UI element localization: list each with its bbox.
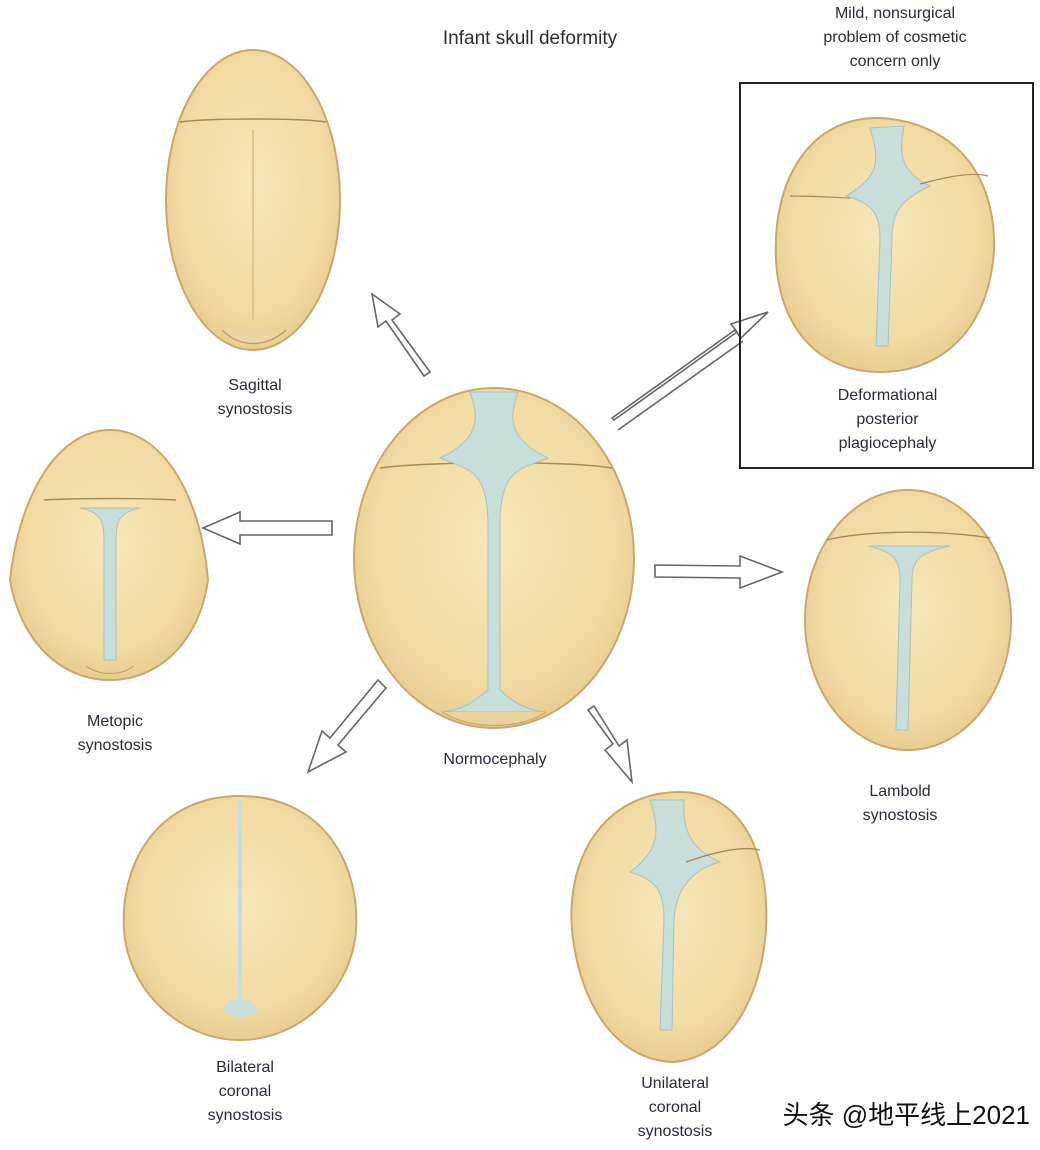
label-metopic: Metopic synostosis — [77, 713, 153, 754]
arrow-to-bilateral — [306, 678, 388, 774]
skull-normocephaly — [353, 387, 635, 729]
diagram-title: Infant skull deformity — [442, 28, 618, 49]
label-deformational: Deformational posterior plagiocephaly — [837, 387, 938, 452]
skull-bilateral-coronal — [122, 794, 358, 1042]
highlight-box — [739, 82, 1034, 469]
arrow-to-deformational — [610, 311, 769, 431]
label-normocephaly: Normocephaly — [443, 751, 547, 768]
label-unilateral-coronal: Unilateral coronal synostosis — [637, 1075, 713, 1140]
arrow-to-metopic — [200, 510, 333, 546]
arrow-to-lambdoid — [654, 554, 785, 590]
note-text: Mild, nonsurgical problem of cosmetic co… — [823, 5, 967, 70]
label-sagittal: Sagittal synostosis — [217, 377, 293, 418]
arrow-to-sagittal — [370, 292, 432, 378]
arrow-to-unilateral — [586, 704, 634, 785]
skull-deformational-plagiocephaly — [774, 116, 996, 374]
arrows — [200, 292, 785, 785]
label-lambdoid: Lambold synostosis — [862, 783, 938, 824]
watermark: 头条 @地平线上2021 — [782, 1100, 1030, 1130]
skull-metopic — [8, 428, 210, 682]
skull-unilateral-coronal — [570, 790, 768, 1064]
skull-sagittal — [165, 49, 341, 351]
label-bilateral-coronal: Bilateral coronal synostosis — [207, 1059, 283, 1124]
skull-lambdoid — [804, 489, 1012, 751]
